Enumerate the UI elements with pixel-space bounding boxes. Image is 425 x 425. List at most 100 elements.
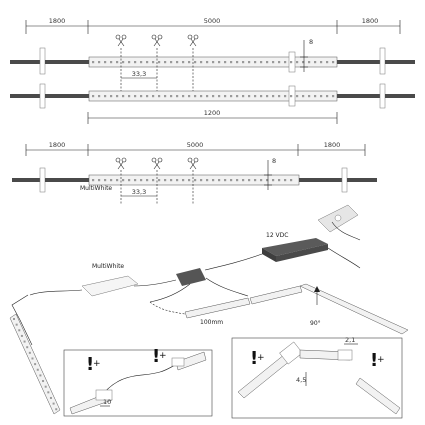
svg-text:!: ! xyxy=(86,354,94,375)
led-chip xyxy=(290,95,293,98)
led-chip xyxy=(302,95,305,98)
led-chip xyxy=(278,95,281,98)
multiwhite-strip-label: MultiWhite xyxy=(80,185,112,192)
led-chip xyxy=(158,179,161,182)
multiwhite-controller-label: MultiWhite xyxy=(92,263,124,270)
svg-text:+: + xyxy=(377,355,385,365)
dim-row3-height: 8 xyxy=(272,157,276,165)
led-chip xyxy=(182,61,185,64)
dim-row1-pitch: 33,3 xyxy=(132,70,146,78)
led-chip xyxy=(92,179,95,182)
exclamation-plus-icon: ! + xyxy=(250,348,265,369)
led-chip xyxy=(188,179,191,182)
led-chip xyxy=(104,179,107,182)
connector-left xyxy=(39,47,46,75)
scissors-icon xyxy=(151,34,163,47)
svg-text:!: ! xyxy=(370,350,378,371)
led-chip xyxy=(128,179,131,182)
led-chip xyxy=(146,95,149,98)
led-chip xyxy=(110,179,113,182)
cable-right xyxy=(385,60,415,64)
psu-voltage-label: 12 VDC xyxy=(266,232,288,239)
led-chip xyxy=(110,95,113,98)
power-supply xyxy=(276,244,328,262)
led-chip xyxy=(49,396,52,399)
led-chip xyxy=(332,61,335,64)
led-chip xyxy=(182,179,185,182)
led-chip xyxy=(104,95,107,98)
led-chip xyxy=(290,179,293,182)
scissors-icon xyxy=(187,157,199,170)
led-chip xyxy=(55,408,58,411)
led-chip xyxy=(128,61,131,64)
led-chip xyxy=(236,95,239,98)
led-chip xyxy=(23,340,26,343)
led-chip xyxy=(278,61,281,64)
led-chip xyxy=(254,95,257,98)
led-chip xyxy=(152,179,155,182)
dim-row3-right: 1800 xyxy=(324,141,341,149)
led-chip xyxy=(92,61,95,64)
led-chip xyxy=(242,95,245,98)
led-chip xyxy=(320,61,323,64)
strip-row-3: 1800 5000 1800 33,3 8 MultiW xyxy=(12,141,377,205)
led-chip xyxy=(284,179,287,182)
led-chip xyxy=(140,179,143,182)
detail-b-dimension-a: 4,5 xyxy=(296,376,306,384)
led-chip xyxy=(212,95,215,98)
connector-right xyxy=(379,47,386,75)
led-chip xyxy=(39,374,42,377)
led-chip xyxy=(254,179,257,182)
led-chip xyxy=(206,95,209,98)
led-strip-corner xyxy=(299,283,409,335)
led-chip xyxy=(116,61,119,64)
cable-length-label: 100mm xyxy=(200,319,223,326)
led-chip xyxy=(326,61,329,64)
led-chip xyxy=(302,61,305,64)
led-chip xyxy=(332,95,335,98)
led-chip xyxy=(260,61,263,64)
led-chip xyxy=(158,95,161,98)
led-chip xyxy=(152,95,155,98)
led-chip xyxy=(98,179,101,182)
led-chip xyxy=(272,179,275,182)
exclamation-plus-icon: ! + xyxy=(86,354,101,375)
svg-text:!: ! xyxy=(152,346,160,367)
led-chip xyxy=(122,61,125,64)
led-chip xyxy=(158,61,161,64)
led-chip xyxy=(248,179,251,182)
led-chip xyxy=(52,402,55,405)
led-chip xyxy=(272,61,275,64)
led-chip xyxy=(122,95,125,98)
led-chip xyxy=(266,179,269,182)
led-chip xyxy=(224,61,227,64)
led-chip xyxy=(134,179,137,182)
led-chip xyxy=(278,179,281,182)
led-chip xyxy=(13,318,15,320)
strip-row-1: 1800 5000 1800 33,3 xyxy=(10,17,415,100)
multiwhite-controller xyxy=(81,275,139,297)
led-chip xyxy=(194,95,197,98)
led-chip xyxy=(206,179,209,182)
led-chip xyxy=(296,61,299,64)
led-chip xyxy=(218,179,221,182)
led-chip xyxy=(176,179,179,182)
led-chip xyxy=(212,179,215,182)
scissors-icon xyxy=(115,34,127,47)
led-chip xyxy=(308,95,311,98)
led-chip xyxy=(134,61,137,64)
led-chip xyxy=(164,179,167,182)
led-chip xyxy=(242,179,245,182)
led-chip xyxy=(26,346,29,349)
dim-row3-mid: 5000 xyxy=(187,141,204,149)
led-chip xyxy=(110,61,113,64)
led-chip xyxy=(194,179,197,182)
led-chip xyxy=(308,61,311,64)
led-chip xyxy=(18,329,21,332)
led-chip xyxy=(44,385,47,388)
svg-text:+: + xyxy=(93,359,101,369)
svg-text:+: + xyxy=(159,351,167,361)
led-chip xyxy=(200,179,203,182)
led-chip xyxy=(122,179,125,182)
